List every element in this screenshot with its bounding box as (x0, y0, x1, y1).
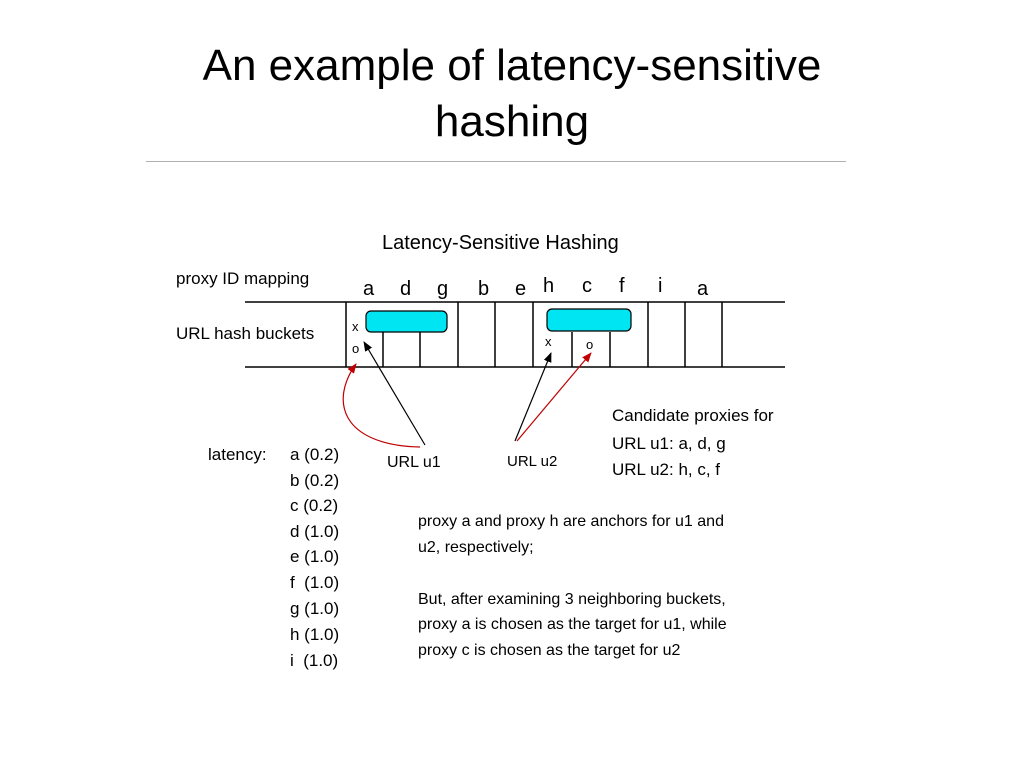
latency-entry: f (1.0) (290, 573, 339, 592)
note-line: u2, respectively; (418, 539, 534, 556)
latency-entry: h (1.0) (290, 625, 339, 644)
latency-entry: g (1.0) (290, 599, 339, 618)
u1-anchor-mark: x (352, 319, 359, 334)
explanation-text: proxy a and proxy h are anchors for u1 a… (418, 513, 727, 659)
proxy-id: d (400, 278, 411, 300)
latency-entry: i (1.0) (290, 651, 338, 670)
note-line: proxy a and proxy h are anchors for u1 a… (418, 513, 724, 530)
u1-anchor-arrow (363, 341, 426, 446)
latency-entry: e (1.0) (290, 547, 339, 566)
candidates-heading: Candidate proxies for (612, 406, 774, 425)
proxy-id: g (437, 278, 448, 300)
u1-neighborhood-highlight (365, 310, 448, 333)
latency-list: a (0.2) b (0.2) c (0.2) d (1.0) e (1.0) … (290, 445, 339, 670)
proxy-id: c (582, 275, 592, 297)
latency-entry: a (0.2) (290, 445, 339, 464)
proxy-id: f (619, 275, 625, 297)
proxy-id: a (697, 278, 709, 300)
u2-anchor-mark: x (545, 334, 552, 349)
title-divider (146, 161, 846, 162)
proxy-id: b (478, 278, 489, 300)
candidate-proxies: Candidate proxies for URL u1: a, d, g UR… (612, 406, 774, 479)
latency-label: latency: (208, 445, 267, 464)
url-u1-label: URL u1 (387, 454, 441, 471)
latency-entry: b (0.2) (290, 471, 339, 490)
url-hash-buckets-label: URL hash buckets (176, 324, 314, 343)
hash-bucket-strip (245, 301, 785, 368)
candidates-u2: URL u2: h, c, f (612, 460, 720, 479)
proxy-id: i (658, 275, 662, 297)
u2-target-arrow (516, 352, 592, 442)
proxy-id-mapping-label: proxy ID mapping (176, 269, 309, 288)
diagram-heading: Latency-Sensitive Hashing (382, 232, 619, 254)
u2-target-mark: o (586, 337, 593, 352)
proxy-id-row: a d g b e h c f i a (363, 275, 709, 300)
u1-target-arrow (342, 363, 421, 448)
proxy-id: a (363, 278, 375, 300)
latency-entry: d (1.0) (290, 522, 339, 541)
note-line: But, after examining 3 neighboring bucke… (418, 591, 726, 608)
u1-target-mark: o (352, 341, 359, 356)
url-u2-label: URL u2 (507, 453, 557, 470)
u2-anchor-arrow (514, 352, 552, 442)
candidates-u1: URL u1: a, d, g (612, 434, 726, 453)
proxy-id: h (543, 275, 554, 297)
proxy-id: e (515, 278, 526, 300)
note-line: proxy a is chosen as the target for u1, … (418, 616, 727, 633)
latency-entry: c (0.2) (290, 496, 338, 515)
u2-neighborhood-highlight (546, 308, 632, 332)
note-line: proxy c is chosen as the target for u2 (418, 642, 680, 659)
